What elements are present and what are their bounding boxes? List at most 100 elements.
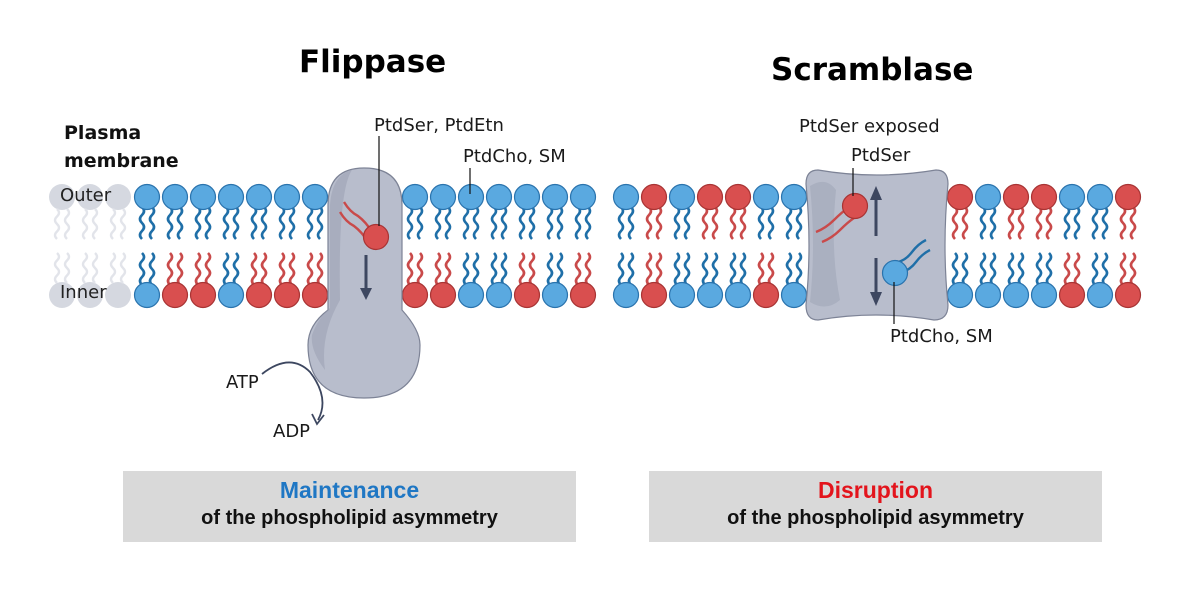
scramblase-outer-right-lipid-tail [1101,206,1109,240]
flippase-outer-right-lipid-tail [500,206,508,240]
flippase-outer-left-lipid-tail [250,206,258,240]
scramblase-inner-left-lipid-tail [729,252,737,286]
flippase-outer-left-lipid-tail [316,206,324,240]
flippase-outer-right-lipid-tail [518,206,526,240]
scramblase-inner-right-lipid-tail [1091,252,1099,286]
flippase-inner-left-lipid-tail [148,252,156,286]
scramblase-outer-right-lipid-tail [1017,206,1025,240]
scramblase-inner-right-lipid-tail [961,252,969,286]
flippase-outer-right-lipid-tail [406,206,414,240]
flippase-outer-left-lipid-tail [166,206,174,240]
flippase-outer-right-lipid-tail [490,206,498,240]
scramblase-inner-right-lipid-head [1086,281,1114,309]
flippase-outer-left-lipid-head [301,183,329,211]
flippase-inner-right-lipid-head [541,281,569,309]
maintenance-subtext: of the phospholipid asymmetry [201,507,498,529]
flippase-outer-left-lipid-tail [176,206,184,240]
scramblase-inner-left-lipid-tail [655,252,663,286]
scramblase-outer-right-lipid-head [1030,183,1058,211]
flippase-inner-right-lipid-tail [574,252,582,286]
flippase-outer-left-lipid-tail [278,206,286,240]
flippase-outer-left-lipid-tail [194,206,202,240]
scramblase-protein [805,169,949,321]
flippase-inner-right-lipid-tail [490,252,498,286]
flippase-inner-left-lipid-tail [288,252,296,286]
scramblase-outer-left-lipid-tail [627,206,635,240]
flippase-inner-right-lipid-tail [416,252,424,286]
flippase-protein-shade [311,170,352,370]
flippase-outer-left-lipid-tail [204,206,212,240]
flippase-outer-left-lipid-tail [306,206,314,240]
ghost-lipid-head [77,282,103,308]
flippase-inner-right-lipid-head [457,281,485,309]
flippase-inner-left-lipid-tail [222,252,230,286]
scramblase-outer-left-lipid-tail [645,206,653,240]
flippase-outer-right-lipid-tail [584,206,592,240]
flippase-inner-left-lipid-tail [316,252,324,286]
scramblase-outer-right-lipid-tail [1073,206,1081,240]
scramblase-outer-left-lipid-head [640,183,668,211]
flippase-inner-left-lipid-head [133,281,161,309]
ghost-lipid-head [77,184,103,210]
flippase-outer-right-lipid-head [457,183,485,211]
scramblase-inner-right-lipid-head [1058,281,1086,309]
ptdser-ptdetn-label: PtdSer, PtdEtn [374,115,504,136]
scramblase-inner-left-lipid-tail [739,252,747,286]
ptdcho-sm-label: PtdCho, SM [463,146,566,167]
scramblase-inner-right-lipid-tail [1017,252,1025,286]
flippase-outer-right-lipid-tail [444,206,452,240]
flippase-outer-left-lipid-tail [232,206,240,240]
scramblase-inner-left-lipid-tail [645,252,653,286]
flippase-inner-left-lipid-head [189,281,217,309]
disruption-summary-box: Disruption of the phospholipid asymmetry [649,471,1102,542]
up-arrow-head [870,186,882,200]
scramblase-outer-left-lipid-head [668,183,696,211]
flippase-inner-right-lipid-tail [406,252,414,286]
plasma-label-line2: membrane [64,150,179,172]
flippase-outer-right-lipid-tail [472,206,480,240]
scramblase-outer-right-lipid-tail [1129,206,1137,240]
scramblase-inner-left-lipid-tail [683,252,691,286]
flippase-outer-left-lipid-head [189,183,217,211]
flippase-inner-left-lipid-head [245,281,273,309]
flippase-inner-right-lipid-tail [528,252,536,286]
scramblase-inner-left-lipid-head [640,281,668,309]
ghost-lipid-tail [53,252,61,284]
flippase-outer-left-lipid-head [217,183,245,211]
scramblase-outer-left-lipid-tail [757,206,765,240]
scramblase-inner-right-lipid-head [1002,281,1030,309]
flippase-inner-right-lipid-tail [556,252,564,286]
flippase-outer-right-lipid-tail [546,206,554,240]
scramblase-inner-left-lipid-tail [757,252,765,286]
scramblase-outer-right-lipid-head [1086,183,1114,211]
flippase-inner-left-lipid-tail [232,252,240,286]
flippase-inner-left-lipid-head [161,281,189,309]
scramblase-outer-right-lipid-tail [951,206,959,240]
scramblase-outer-left-lipid-tail [767,206,775,240]
scramblase-inner-left-lipid-head [696,281,724,309]
atp-label: ATP [226,372,259,393]
flippase-outer-left-lipid-tail [260,206,268,240]
scramblase-title: Scramblase [771,52,974,88]
scramblase-inner-right-lipid-tail [1007,252,1015,286]
ghost-lipid-tail [109,208,117,240]
adp-label: ADP [273,421,311,442]
scramblase-outer-left-lipid-tail [673,206,681,240]
flippase-inner-right-lipid-tail [444,252,452,286]
maintenance-heading: Maintenance [279,477,420,503]
flippase-outer-right-lipid-tail [528,206,536,240]
scramblase-inner-right-lipid-tail [1129,252,1137,286]
scramblase-inner-right-lipid-tail [1035,252,1043,286]
flippase-outer-left-lipid-head [161,183,189,211]
flippase-outer-left-lipid-head [273,183,301,211]
scramblase-protein-shade [810,181,840,307]
ghost-lipid-tail [81,208,89,240]
maintenance-summary-box: Maintenance of the phospholipid asymmetr… [123,471,576,542]
scramblase-inner-left-lipid-tail [617,252,625,286]
flippase-outer-right-lipid-tail [556,206,564,240]
scramblase-inner-right-lipid-tail [979,252,987,286]
flippase-inner-right-lipid-head [429,281,457,309]
ghost-lipid-tail [91,208,99,240]
scramblase-inner-right-lipid-tail [1063,252,1071,286]
